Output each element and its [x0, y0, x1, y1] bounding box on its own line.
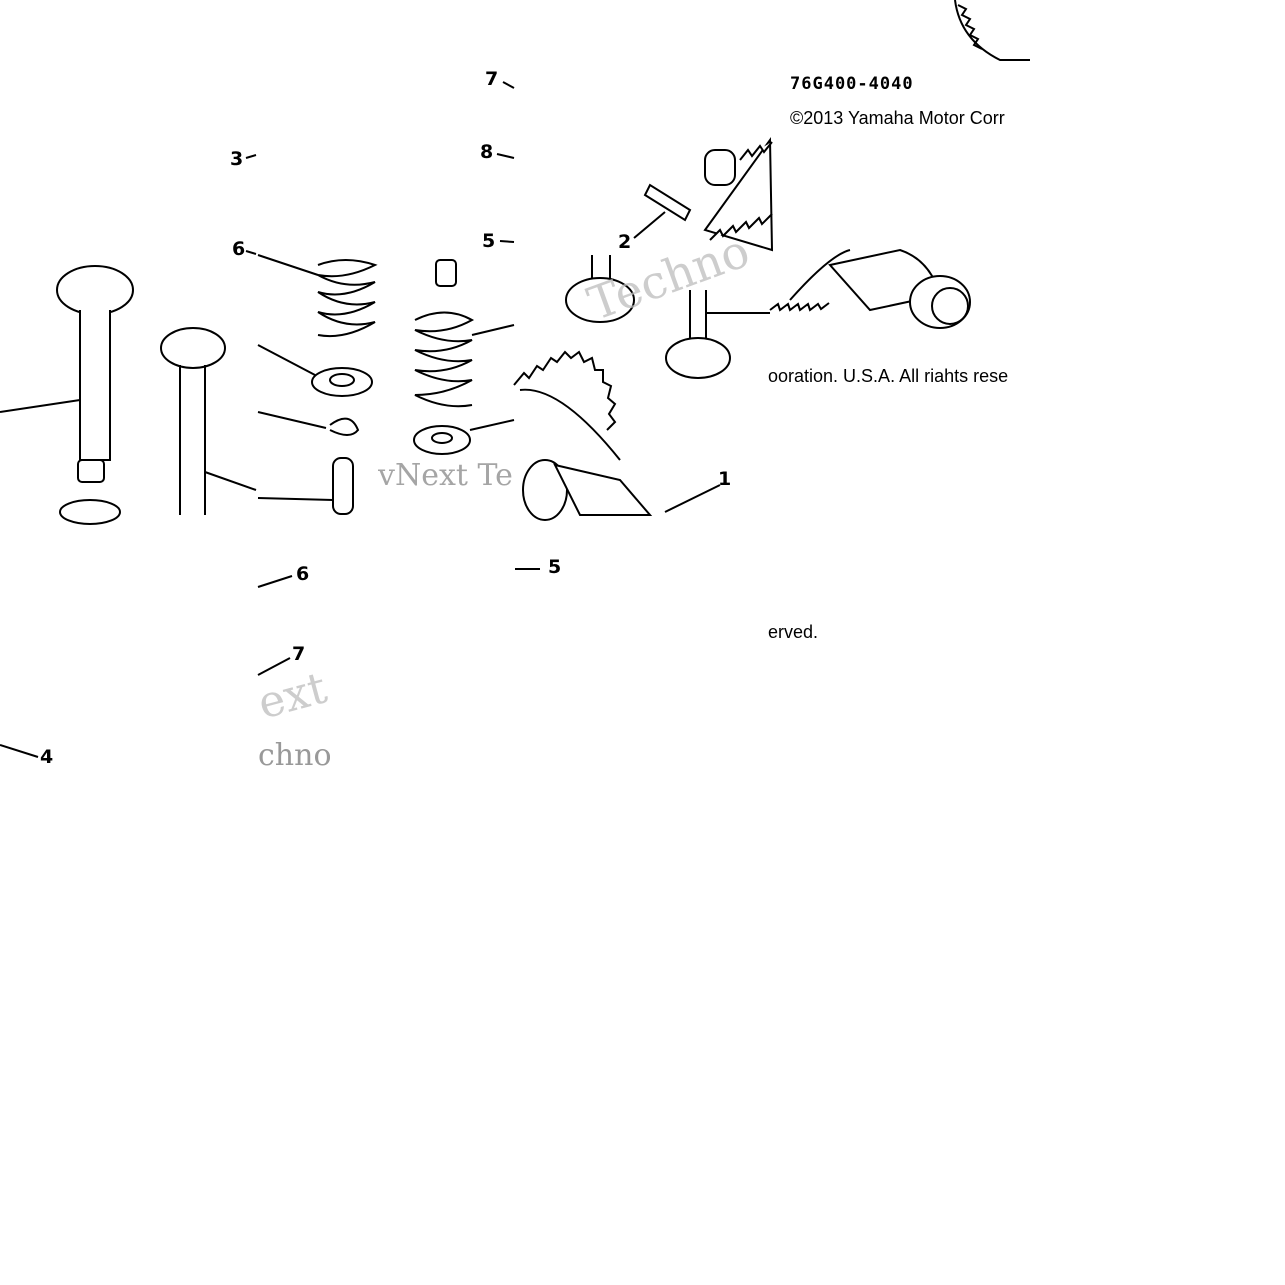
part-number: 76G400-4040 — [790, 74, 914, 94]
copyright-line-3: erved. — [768, 622, 819, 642]
callout-3-top: 3 — [230, 148, 244, 170]
copyright-line-2: ooration. U.S.A. All riahts rese — [768, 366, 1009, 386]
callout-6-top: 6 — [232, 238, 246, 260]
callout-1-mid: 1 — [718, 468, 732, 490]
callout-7-mid: 7 — [292, 643, 306, 665]
watermark-vnext: vNext Te — [378, 458, 513, 493]
callout-2-top: 2 — [618, 231, 632, 253]
callout-6-mid: 6 — [296, 563, 310, 585]
callout-5-top: 5 — [482, 230, 496, 252]
callout-4-mid: 4 — [40, 746, 54, 768]
watermark-chno: chno — [258, 738, 330, 773]
callout-8-top: 8 — [480, 141, 494, 163]
callout-7-top: 7 — [485, 68, 499, 90]
callout-5-mid: 5 — [548, 556, 562, 578]
copyright-line-1: ©2013 Yamaha Motor Corr — [790, 108, 1005, 128]
